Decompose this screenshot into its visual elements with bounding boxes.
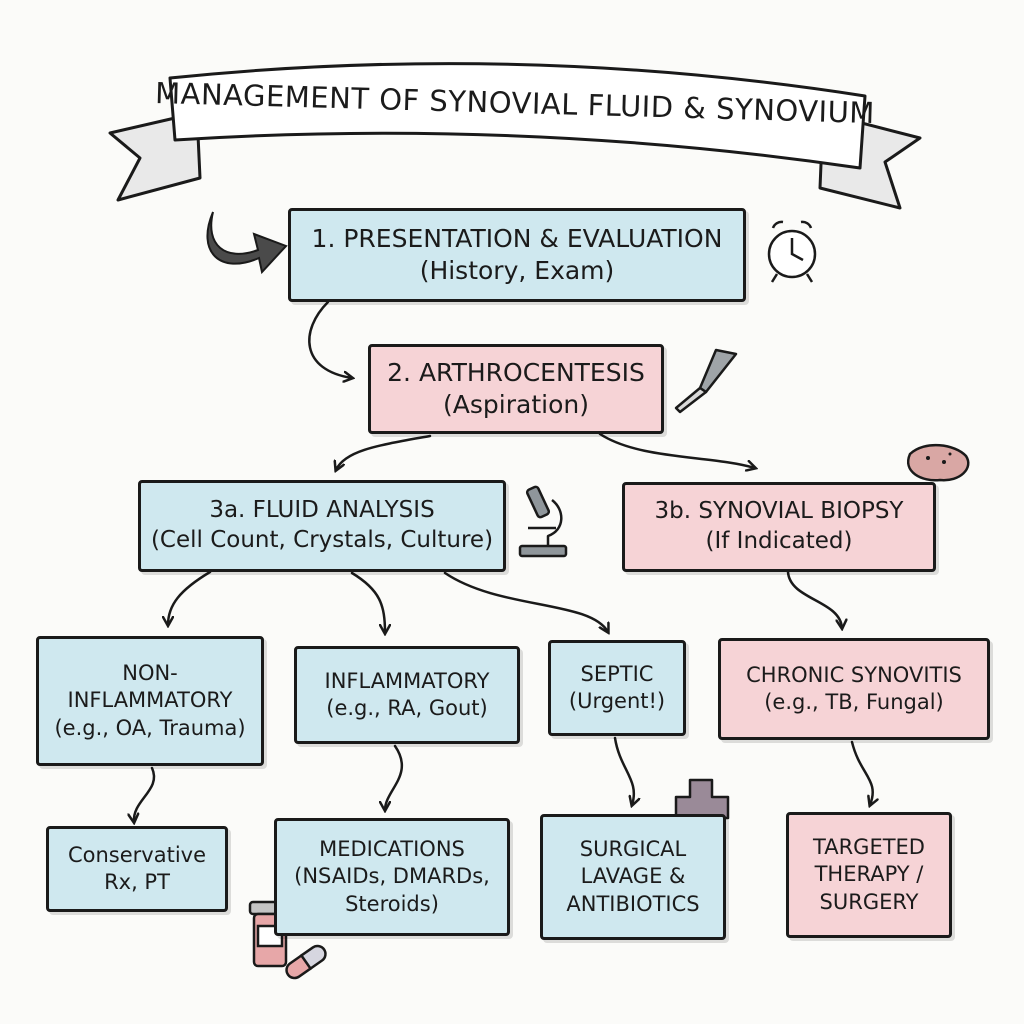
box-detail: (If Indicated)	[705, 528, 853, 554]
box-heading: CHRONIC SYNOVITIS	[746, 662, 962, 687]
chronic-synovitis-box: CHRONIC SYNOVITIS (e.g., TB, Fungal)	[718, 638, 990, 740]
arthrocentesis-box: 2. ARTHROCENTESIS (Aspiration)	[368, 344, 664, 434]
connector-biopsy-chronic	[786, 570, 842, 628]
connector-presentation-arthrocentesis	[308, 300, 352, 378]
connector-fluid-septic	[443, 571, 608, 632]
box-heading: TARGETED	[813, 835, 925, 860]
box-heading-cont2: ANTIBIOTICS	[566, 891, 700, 916]
connector-chronic-targeted	[850, 740, 873, 805]
box-detail: (Cell Count, Crystals, Culture)	[150, 527, 494, 553]
box-heading: SURGICAL	[579, 837, 687, 862]
box-detail: (NSAIDs, DMARDs,	[294, 864, 490, 889]
connector-septic-surgical	[613, 736, 634, 805]
box-heading: 2. ARTHROCENTESIS	[387, 357, 645, 387]
box-heading-cont2: SURGERY	[819, 889, 919, 914]
fluid-analysis-box: 3a. FLUID ANALYSIS (Cell Count, Crystals…	[138, 480, 506, 572]
box-heading: 3a. FLUID ANALYSIS	[209, 497, 435, 524]
box-detail: Rx, PT	[104, 870, 170, 894]
connector-arthrocentesis-biopsy	[598, 432, 755, 468]
box-heading: NON-	[122, 661, 178, 686]
non-inflammatory-box: NON- INFLAMMATORY (e.g., OA, Trauma)	[36, 636, 264, 766]
box-detail: (e.g., TB, Fungal)	[764, 690, 944, 714]
box-detail: (Aspiration)	[443, 390, 589, 419]
box-detail: (e.g., RA, Gout)	[326, 696, 488, 720]
alarm-clock-icon	[767, 220, 817, 283]
medications-box: MEDICATIONS (NSAIDs, DMARDs, Steroids)	[274, 818, 510, 936]
title-banner	[108, 62, 922, 210]
box-detail: (History, Exam)	[419, 256, 615, 285]
box-heading-cont: INFLAMMATORY	[67, 688, 233, 713]
box-heading: MEDICATIONS	[319, 837, 465, 862]
synovial-biopsy-box: 3b. SYNOVIAL BIOPSY (If Indicated)	[622, 482, 936, 572]
microscope-icon	[518, 485, 568, 558]
conservative-box: Conservative Rx, PT	[46, 826, 228, 912]
box-detail-cont: Steroids)	[345, 891, 439, 916]
box-heading: Conservative	[67, 842, 207, 867]
capsule-icon	[285, 944, 327, 980]
inflammatory-box: INFLAMMATORY (e.g., RA, Gout)	[294, 646, 520, 744]
connector-noninflammatory-conservative	[134, 766, 156, 822]
surgical-lavage-box: SURGICAL LAVAGE & ANTIBIOTICS	[540, 814, 726, 940]
tissue-sample-icon	[907, 443, 970, 482]
connector-fluid-noninflammatory	[168, 570, 212, 625]
box-detail: (e.g., OA, Trauma)	[54, 715, 246, 740]
start-arrow-icon	[206, 211, 288, 275]
scalpel-icon	[674, 348, 738, 414]
box-heading: 3b. SYNOVIAL BIOPSY	[654, 498, 904, 525]
presentation-evaluation-box: 1. PRESENTATION & EVALUATION (History, E…	[288, 208, 746, 302]
box-heading-cont: LAVAGE &	[580, 864, 686, 889]
box-heading: SEPTIC	[580, 661, 654, 686]
box-heading: 1. PRESENTATION & EVALUATION	[311, 223, 723, 253]
connector-arthrocentesis-fluid	[336, 434, 432, 470]
box-heading: INFLAMMATORY	[324, 668, 490, 693]
connector-fluid-inflammatory	[350, 571, 385, 633]
targeted-therapy-box: TARGETED THERAPY / SURGERY	[786, 812, 952, 938]
septic-box: SEPTIC (Urgent!)	[548, 640, 686, 736]
box-detail: (Urgent!)	[568, 689, 666, 713]
connector-inflammatory-medications	[385, 744, 403, 810]
box-heading-cont: THERAPY /	[814, 862, 924, 887]
